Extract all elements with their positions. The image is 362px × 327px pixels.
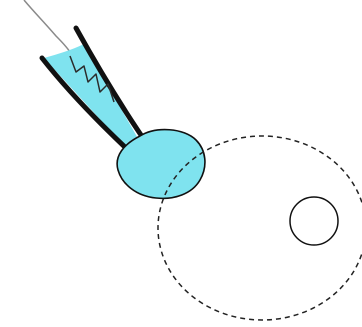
pipette-wire [24, 0, 70, 52]
cell-nucleus [290, 197, 338, 245]
cell-membrane-outline [158, 136, 362, 320]
